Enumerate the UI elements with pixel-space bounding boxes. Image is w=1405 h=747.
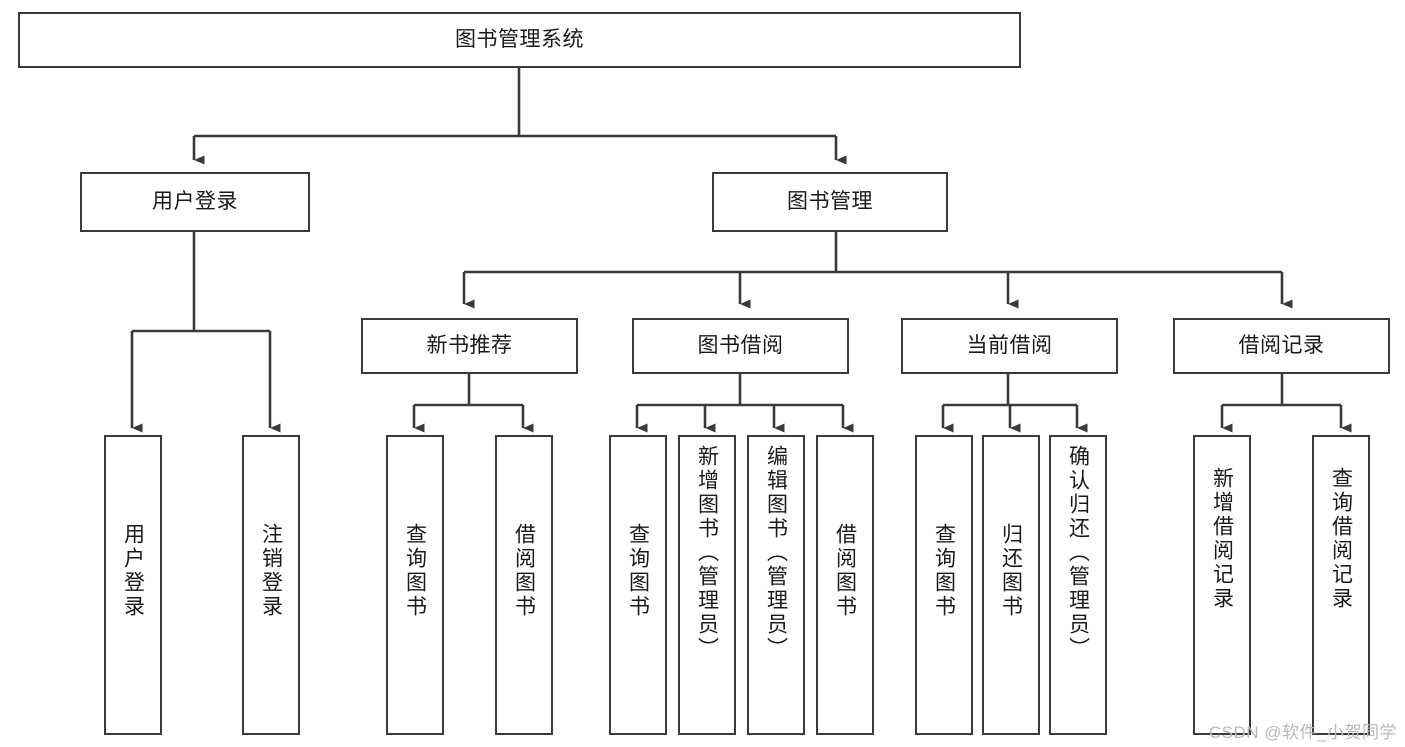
- node-leaf-add-book-label: 新增图书（管理员）: [695, 445, 719, 661]
- node-leaf-user-login[interactable]: 用户登录: [104, 435, 162, 735]
- node-user-login[interactable]: 用户登录: [80, 172, 310, 232]
- node-leaf-add-record[interactable]: 新增借阅记录: [1193, 435, 1251, 735]
- node-leaf-query-book-2-label: 查询图书: [626, 523, 650, 619]
- node-leaf-add-record-label: 新增借阅记录: [1210, 467, 1234, 611]
- node-leaf-return-book[interactable]: 归还图书: [982, 435, 1040, 735]
- node-leaf-query-book-3-label: 查询图书: [932, 523, 956, 619]
- node-leaf-query-record[interactable]: 查询借阅记录: [1312, 435, 1370, 735]
- node-root-label: 图书管理系统: [455, 27, 584, 51]
- node-leaf-borrow-book-2[interactable]: 借阅图书: [816, 435, 874, 735]
- node-book-manage-label: 图书管理: [787, 189, 873, 213]
- node-root-book-management-system[interactable]: 图书管理系统: [18, 12, 1021, 68]
- node-book-borrow-label: 图书借阅: [697, 333, 784, 357]
- csdn-watermark: CSDN @软件_小贺同学: [1208, 723, 1397, 742]
- node-leaf-query-book-1-label: 查询图书: [403, 523, 427, 619]
- node-borrow-record-label: 借阅记录: [1238, 333, 1325, 357]
- node-leaf-borrow-book-1[interactable]: 借阅图书: [495, 435, 553, 735]
- node-leaf-query-record-label: 查询借阅记录: [1329, 467, 1353, 611]
- node-leaf-user-login-label: 用户登录: [121, 523, 145, 619]
- node-book-manage[interactable]: 图书管理: [712, 172, 948, 232]
- node-leaf-borrow-book-2-label: 借阅图书: [833, 523, 857, 619]
- node-leaf-add-book[interactable]: 新增图书（管理员）: [678, 435, 736, 735]
- node-new-book-recommend[interactable]: 新书推荐: [361, 318, 578, 374]
- node-new-book-recommend-label: 新书推荐: [426, 333, 513, 357]
- node-leaf-query-book-1[interactable]: 查询图书: [386, 435, 444, 735]
- node-leaf-edit-book-label: 编辑图书（管理员）: [764, 445, 788, 661]
- node-leaf-logout-login-label: 注销登录: [259, 523, 283, 619]
- node-leaf-confirm-return[interactable]: 确认归还（管理员）: [1049, 435, 1107, 735]
- node-leaf-return-book-label: 归还图书: [999, 523, 1023, 619]
- node-current-borrow[interactable]: 当前借阅: [901, 318, 1118, 374]
- node-leaf-query-book-3[interactable]: 查询图书: [915, 435, 973, 735]
- node-leaf-borrow-book-1-label: 借阅图书: [512, 523, 536, 619]
- node-leaf-logout-login[interactable]: 注销登录: [242, 435, 300, 735]
- node-leaf-edit-book[interactable]: 编辑图书（管理员）: [747, 435, 805, 735]
- node-user-login-label: 用户登录: [152, 189, 238, 213]
- node-leaf-confirm-return-label: 确认归还（管理员）: [1066, 445, 1090, 661]
- node-leaf-query-book-2[interactable]: 查询图书: [609, 435, 667, 735]
- node-book-borrow[interactable]: 图书借阅: [632, 318, 849, 374]
- node-current-borrow-label: 当前借阅: [966, 333, 1053, 357]
- node-borrow-record[interactable]: 借阅记录: [1173, 318, 1390, 374]
